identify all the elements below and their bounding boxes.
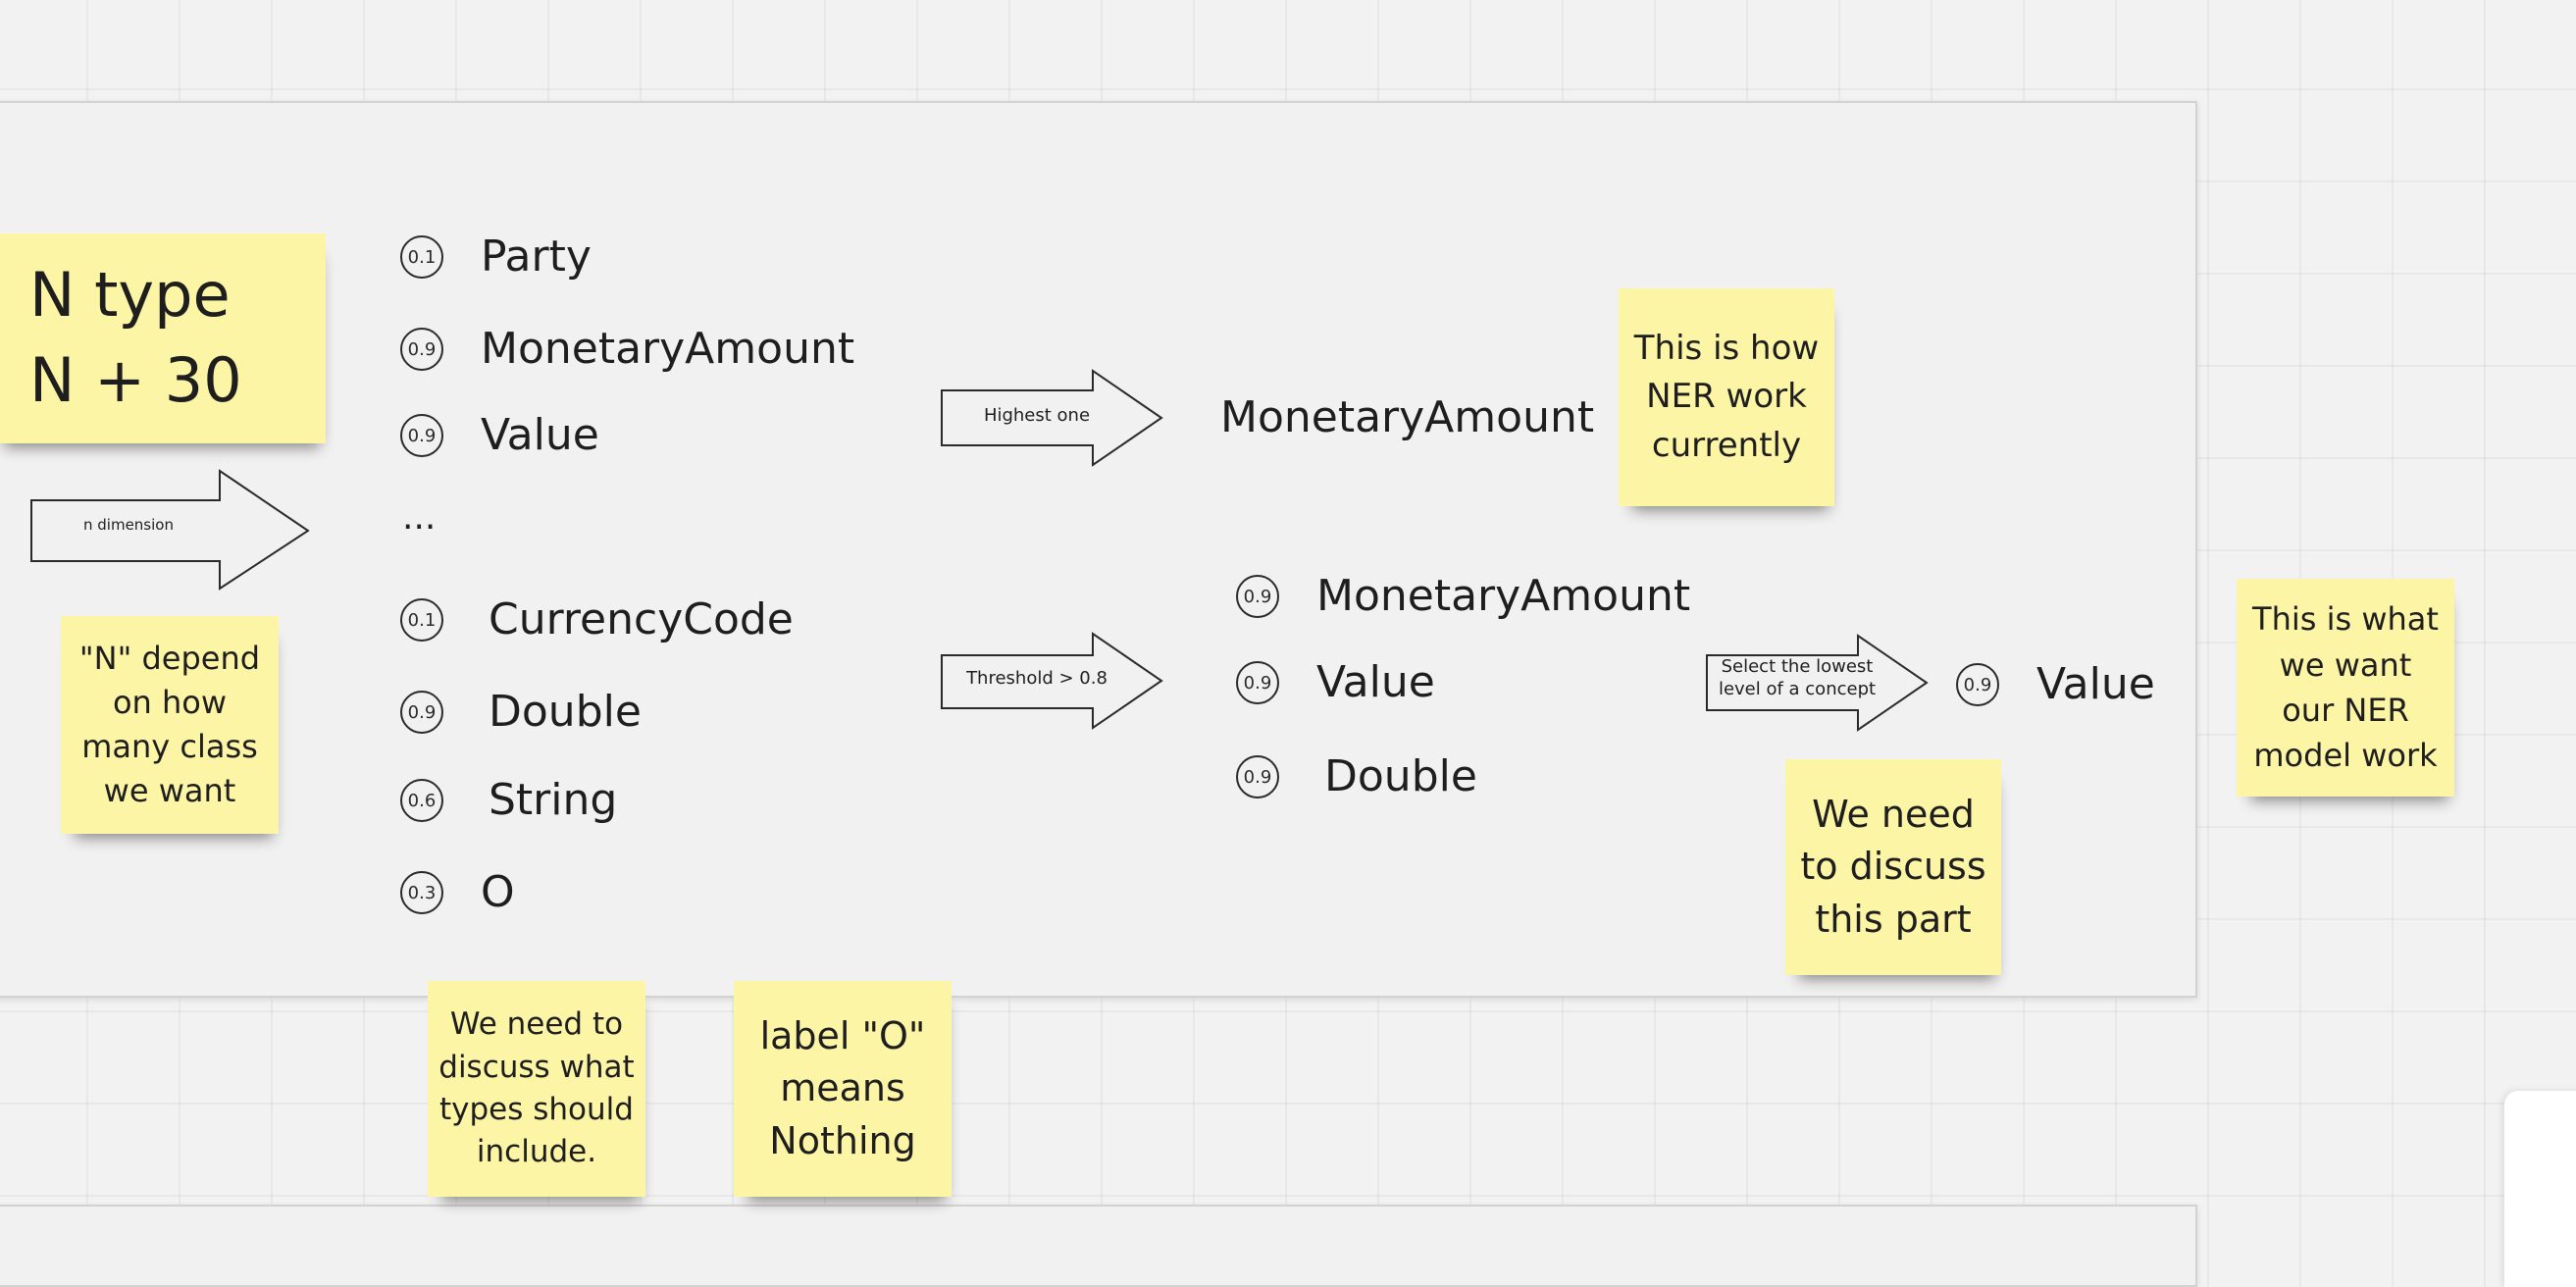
type-label: Party: [481, 232, 592, 282]
final-score-circle: 0.9: [1956, 663, 1999, 706]
sticky-n-depend[interactable]: "N" depend on how many class we want: [61, 616, 279, 834]
threshold-label: Double: [1324, 751, 1477, 801]
sticky-n-type[interactable]: N type N + 30: [0, 233, 326, 443]
select-lowest-arrow[interactable]: [1705, 634, 1931, 732]
type-label: O: [481, 867, 515, 917]
score-circle: 0.9: [400, 414, 443, 457]
final-result-label: Value: [2036, 659, 2155, 709]
sticky-label-o[interactable]: label "O" means Nothing: [734, 981, 952, 1197]
score-circle: 0.9: [1236, 661, 1279, 704]
threshold-label: Value: [1316, 657, 1435, 707]
score-circle: 0.3: [400, 871, 443, 914]
score-circle: 0.9: [1236, 755, 1279, 798]
canvas-frame-lower[interactable]: [0, 1205, 2197, 1287]
score-circle: 0.9: [1236, 575, 1279, 618]
select-lowest-arrow-label: Select the lowest level of a concept: [1718, 656, 1877, 700]
type-label: MonetaryAmount: [481, 324, 855, 374]
highest-one-arrow-label: Highest one: [983, 405, 1091, 426]
sticky-ner-current[interactable]: This is how NER work currently: [1619, 288, 1834, 506]
type-label: String: [489, 775, 618, 825]
n-dimension-arrow-label: n dimension: [83, 516, 174, 534]
highest-one-arrow[interactable]: [940, 369, 1165, 467]
score-circle: 0.6: [400, 779, 443, 822]
threshold-arrow[interactable]: [940, 632, 1165, 730]
score-circle: 0.1: [400, 235, 443, 279]
highest-result-label: MonetaryAmount: [1220, 392, 1595, 442]
side-panel[interactable]: [2504, 1091, 2576, 1287]
type-label: CurrencyCode: [489, 594, 794, 644]
type-label: Value: [481, 410, 599, 460]
type-label: Double: [489, 687, 642, 737]
score-circle: 0.1: [400, 598, 443, 642]
threshold-arrow-label: Threshold > 0.8: [966, 668, 1108, 689]
ellipsis-label: ...: [402, 497, 437, 538]
sticky-discuss-types[interactable]: We need to discuss what types should inc…: [428, 981, 645, 1197]
threshold-label: MonetaryAmount: [1316, 571, 1691, 621]
sticky-ner-want[interactable]: This is what we want our NER model work: [2237, 579, 2454, 797]
score-circle: 0.9: [400, 328, 443, 371]
sticky-discuss-part[interactable]: We need to discuss this part: [1785, 759, 2001, 975]
n-dimension-arrow[interactable]: [29, 469, 314, 592]
score-circle: 0.9: [400, 691, 443, 734]
